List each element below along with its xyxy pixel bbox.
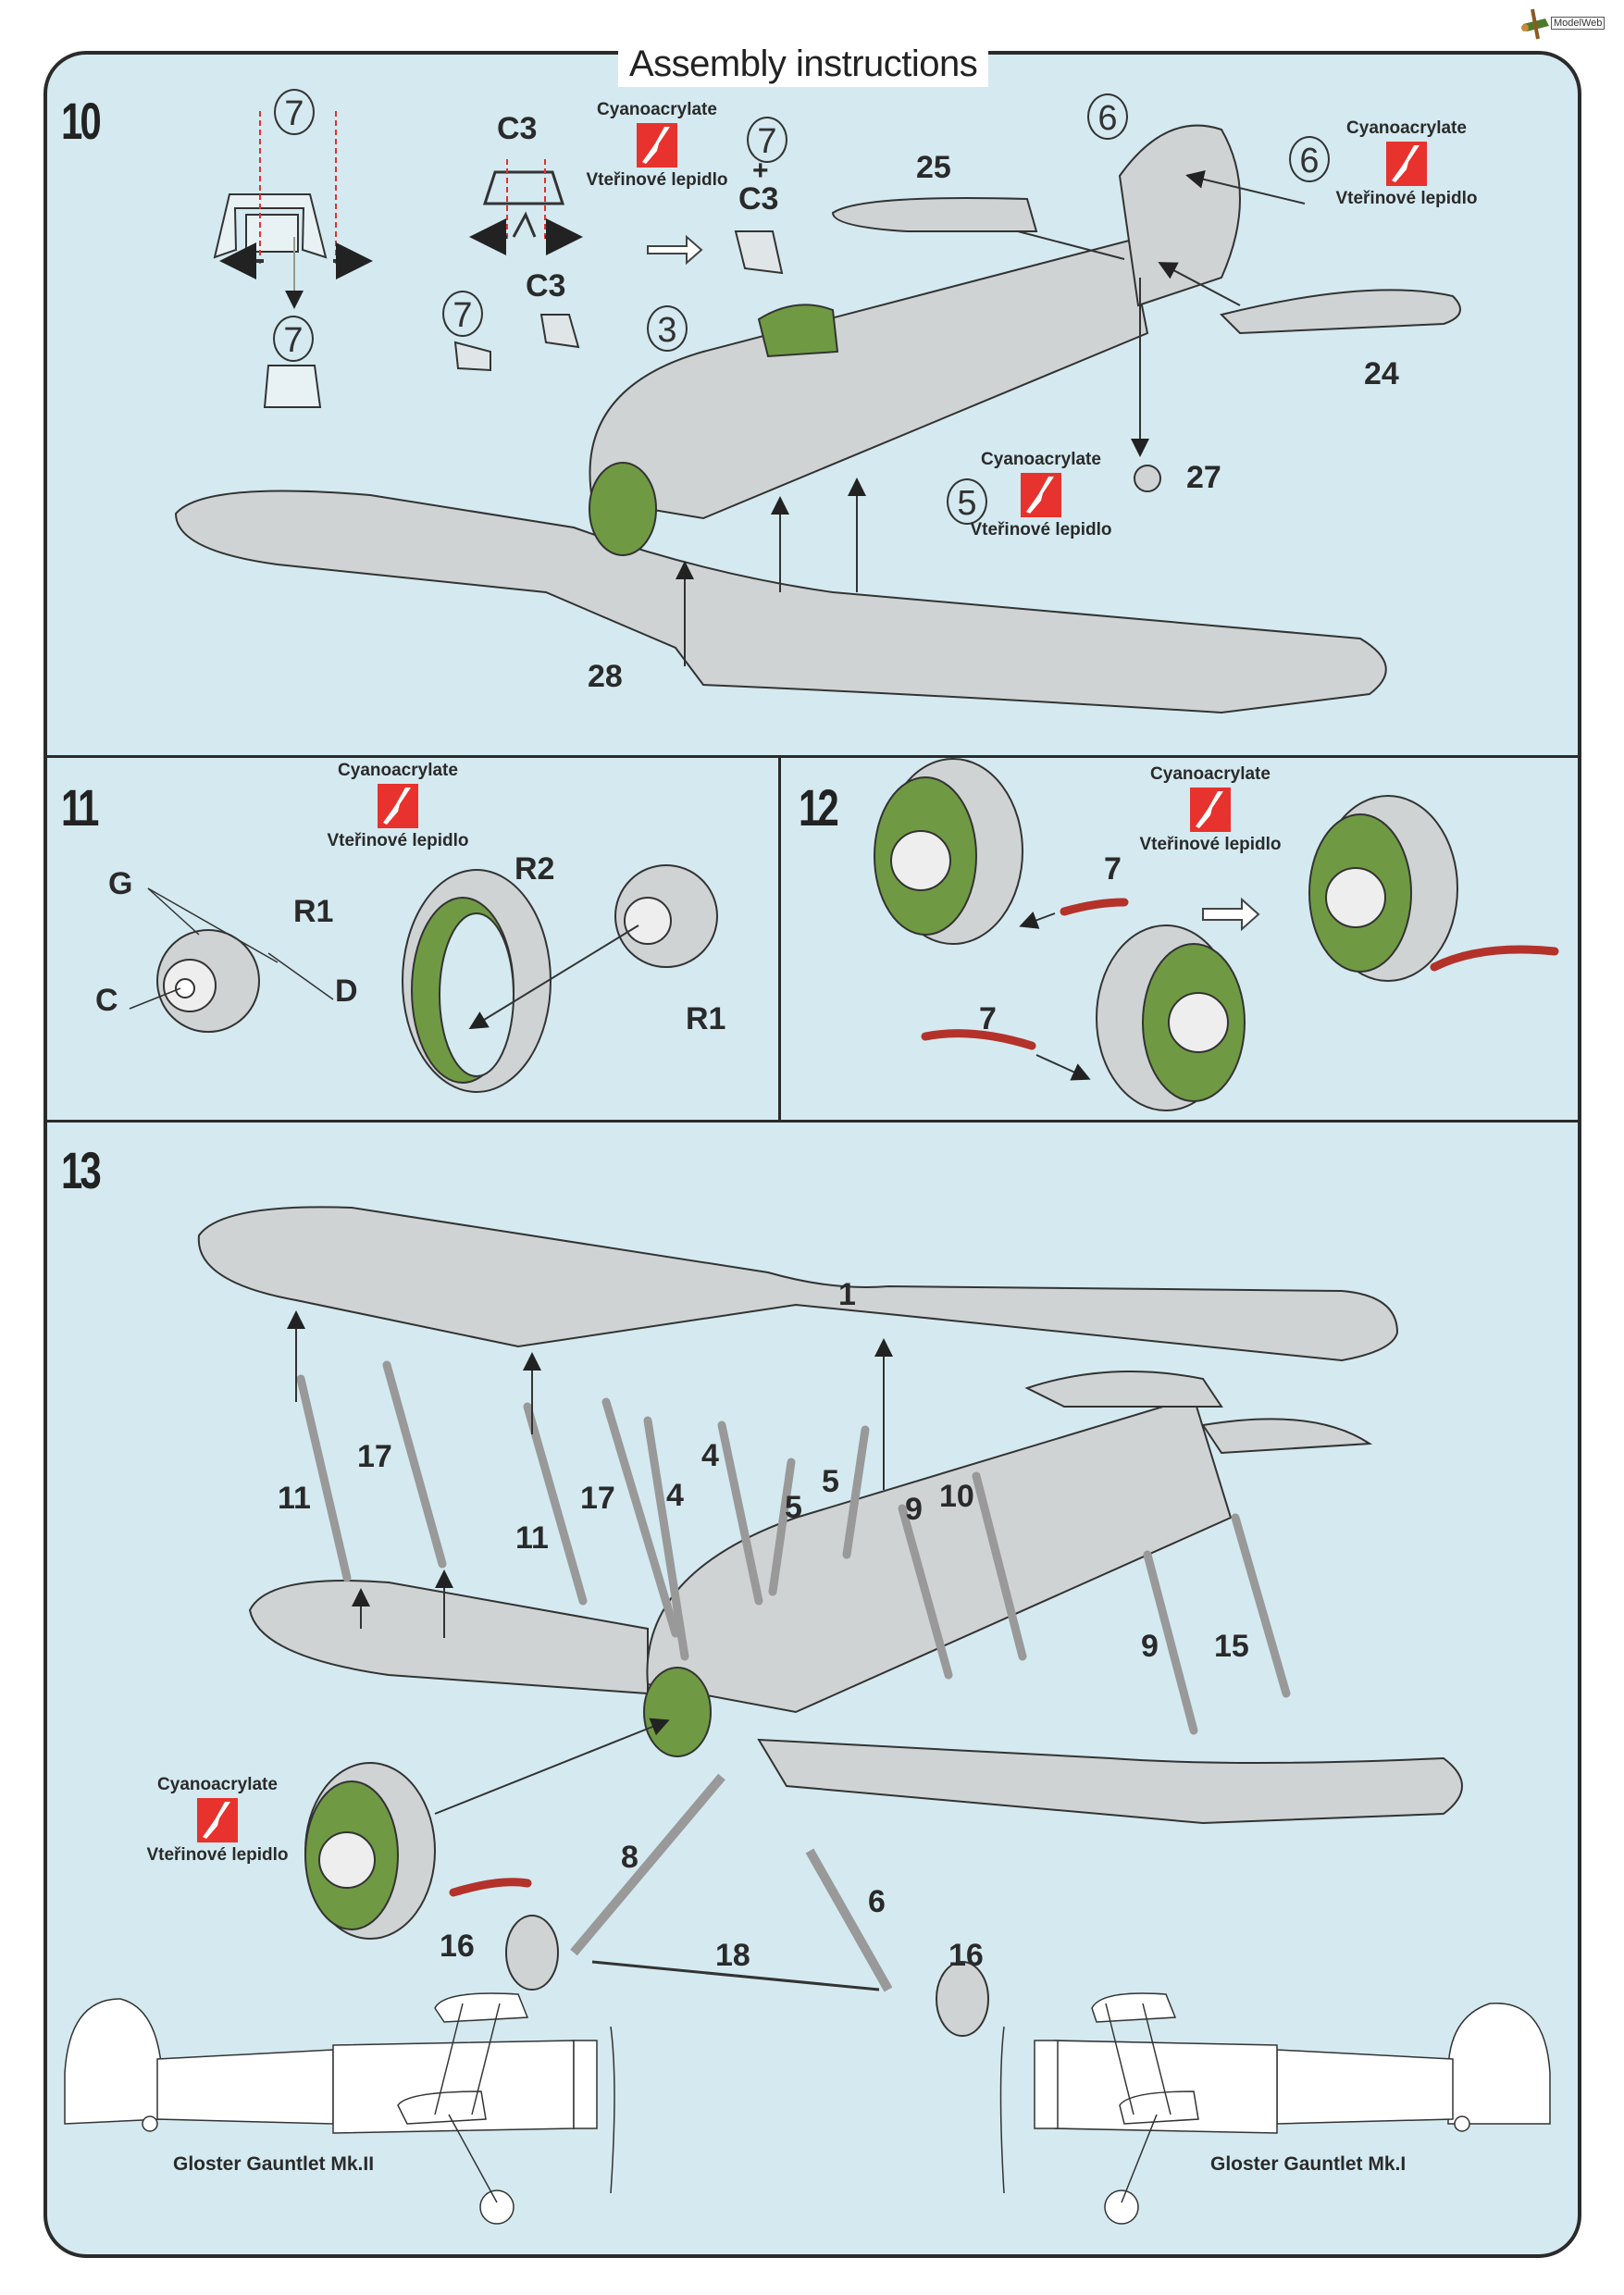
part-label-c3: C3 bbox=[526, 268, 566, 304]
part-label-16: 16 bbox=[948, 1938, 984, 1973]
glue-tube-icon bbox=[1021, 473, 1061, 517]
part-label-exhaust-7: 7 bbox=[979, 1001, 997, 1036]
part-label-27: 27 bbox=[1186, 460, 1221, 495]
side-profile-mk2 bbox=[64, 1992, 615, 2225]
part-label-c: C bbox=[95, 983, 118, 1018]
glue-tube-icon bbox=[1190, 788, 1231, 832]
cowlings-step12 bbox=[874, 758, 1559, 1111]
part-callout-6: 6 bbox=[1289, 136, 1330, 182]
glue-note: Cyanoacrylate Vteřinové lepidlo bbox=[1319, 118, 1494, 209]
caption-gauntlet-mk2: Gloster Gauntlet Mk.II bbox=[173, 2153, 375, 2175]
part-label-4: 4 bbox=[701, 1438, 719, 1473]
part-label-8: 8 bbox=[621, 1840, 638, 1875]
part-label-17: 17 bbox=[580, 1481, 615, 1516]
divider-11-12 bbox=[778, 755, 781, 1122]
glue-label-cz: Vteřinové lepidlo bbox=[970, 520, 1112, 540]
part-label-g: G bbox=[108, 866, 133, 901]
glue-label-cz: Vteřinové lepidlo bbox=[586, 170, 728, 190]
step-number-13: 13 bbox=[61, 1141, 102, 1199]
part-label-4: 4 bbox=[666, 1478, 684, 1513]
glue-label-en: Cyanoacrylate bbox=[1346, 118, 1467, 138]
part-label-5: 5 bbox=[785, 1490, 802, 1525]
plane-logo-icon bbox=[1521, 8, 1549, 40]
glue-label-cz: Vteřinové lepidlo bbox=[1139, 835, 1282, 854]
canopy-part-c3-diagram bbox=[469, 159, 583, 255]
glue-tube-icon bbox=[1386, 142, 1427, 186]
glue-label-en: Cyanoacrylate bbox=[981, 450, 1101, 469]
glue-tube-icon bbox=[378, 784, 418, 828]
part-label-16: 16 bbox=[440, 1929, 475, 1964]
part-label-exhaust-7: 7 bbox=[1104, 851, 1122, 887]
glue-label-en: Cyanoacrylate bbox=[157, 1775, 278, 1794]
step-number-12: 12 bbox=[799, 778, 839, 837]
part-label-11: 11 bbox=[278, 1481, 311, 1516]
aircraft-step10 bbox=[174, 124, 1461, 714]
part-label-9: 9 bbox=[905, 1492, 923, 1527]
glue-note: Cyanoacrylate Vteřinové lepidlo bbox=[1122, 764, 1298, 855]
glue-note: Cyanoacrylate Vteřinové lepidlo bbox=[310, 761, 486, 851]
part-label-28: 28 bbox=[588, 659, 623, 694]
glue-label-cz: Vteřinové lepidlo bbox=[1335, 189, 1478, 208]
part-label-17: 17 bbox=[357, 1439, 392, 1474]
plus-sign: + bbox=[752, 155, 769, 186]
divider-10-11 bbox=[43, 755, 1581, 758]
part-label-24: 24 bbox=[1364, 356, 1399, 391]
part-label-r1: R1 bbox=[686, 1001, 726, 1036]
aircraft-step13 bbox=[197, 1206, 1463, 2037]
part-label-1: 1 bbox=[838, 1277, 856, 1312]
part-label-r2: R2 bbox=[514, 851, 555, 887]
part-label-18: 18 bbox=[715, 1938, 750, 1973]
glue-label-en: Cyanoacrylate bbox=[1150, 764, 1271, 784]
glue-label-cz: Vteřinové lepidlo bbox=[146, 1845, 289, 1865]
part-label-10: 10 bbox=[939, 1479, 974, 1514]
side-profile-mk1 bbox=[999, 1992, 1551, 2225]
part-label-5: 5 bbox=[822, 1464, 839, 1499]
canopy-assemblies bbox=[453, 230, 784, 372]
logo-text: ModelWeb bbox=[1551, 17, 1605, 30]
part-label-6: 6 bbox=[868, 1884, 886, 1919]
glue-label-cz: Vteřinové lepidlo bbox=[327, 831, 469, 850]
part-label-r1: R1 bbox=[293, 894, 334, 929]
part-label-c3: C3 bbox=[497, 111, 538, 146]
glue-tube-icon bbox=[197, 1798, 238, 1842]
part-callout-7: 7 bbox=[442, 291, 483, 337]
part-callout-6: 6 bbox=[1087, 93, 1128, 140]
glue-note: Cyanoacrylate Vteřinové lepidlo bbox=[130, 1775, 305, 1866]
part-callout-7: 7 bbox=[273, 316, 314, 362]
part-callout-5: 5 bbox=[947, 478, 987, 525]
glue-label-en: Cyanoacrylate bbox=[338, 761, 458, 780]
part-label-c3: C3 bbox=[738, 181, 779, 217]
part-label-25: 25 bbox=[916, 150, 951, 185]
caption-gauntlet-mk1: Gloster Gauntlet Mk.I bbox=[1210, 2153, 1407, 2175]
page-title: Assembly instructions bbox=[618, 41, 989, 87]
part-callout-7: 7 bbox=[274, 89, 315, 135]
next-arrow-step10 bbox=[647, 234, 703, 266]
glue-note: Cyanoacrylate Vteřinové lepidlo bbox=[569, 100, 745, 191]
part-callout-3: 3 bbox=[647, 305, 688, 352]
engine-step11 bbox=[129, 864, 718, 1093]
step-number-10: 10 bbox=[61, 92, 102, 150]
glue-note: Cyanoacrylate Vteřinové lepidlo bbox=[953, 450, 1129, 540]
part-label-15: 15 bbox=[1214, 1629, 1249, 1664]
divider-12-13 bbox=[43, 1120, 1581, 1123]
canopy-part-7-diagram bbox=[213, 111, 373, 408]
part-label-d: D bbox=[335, 974, 358, 1009]
glue-label-en: Cyanoacrylate bbox=[597, 100, 717, 119]
part-callout-7: 7 bbox=[747, 117, 787, 163]
modelweb-logo: ModelWeb bbox=[1518, 6, 1619, 43]
step-number-11: 11 bbox=[61, 778, 99, 837]
glue-tube-icon bbox=[637, 123, 677, 167]
part-label-11: 11 bbox=[515, 1520, 549, 1556]
part-label-9: 9 bbox=[1141, 1629, 1159, 1664]
